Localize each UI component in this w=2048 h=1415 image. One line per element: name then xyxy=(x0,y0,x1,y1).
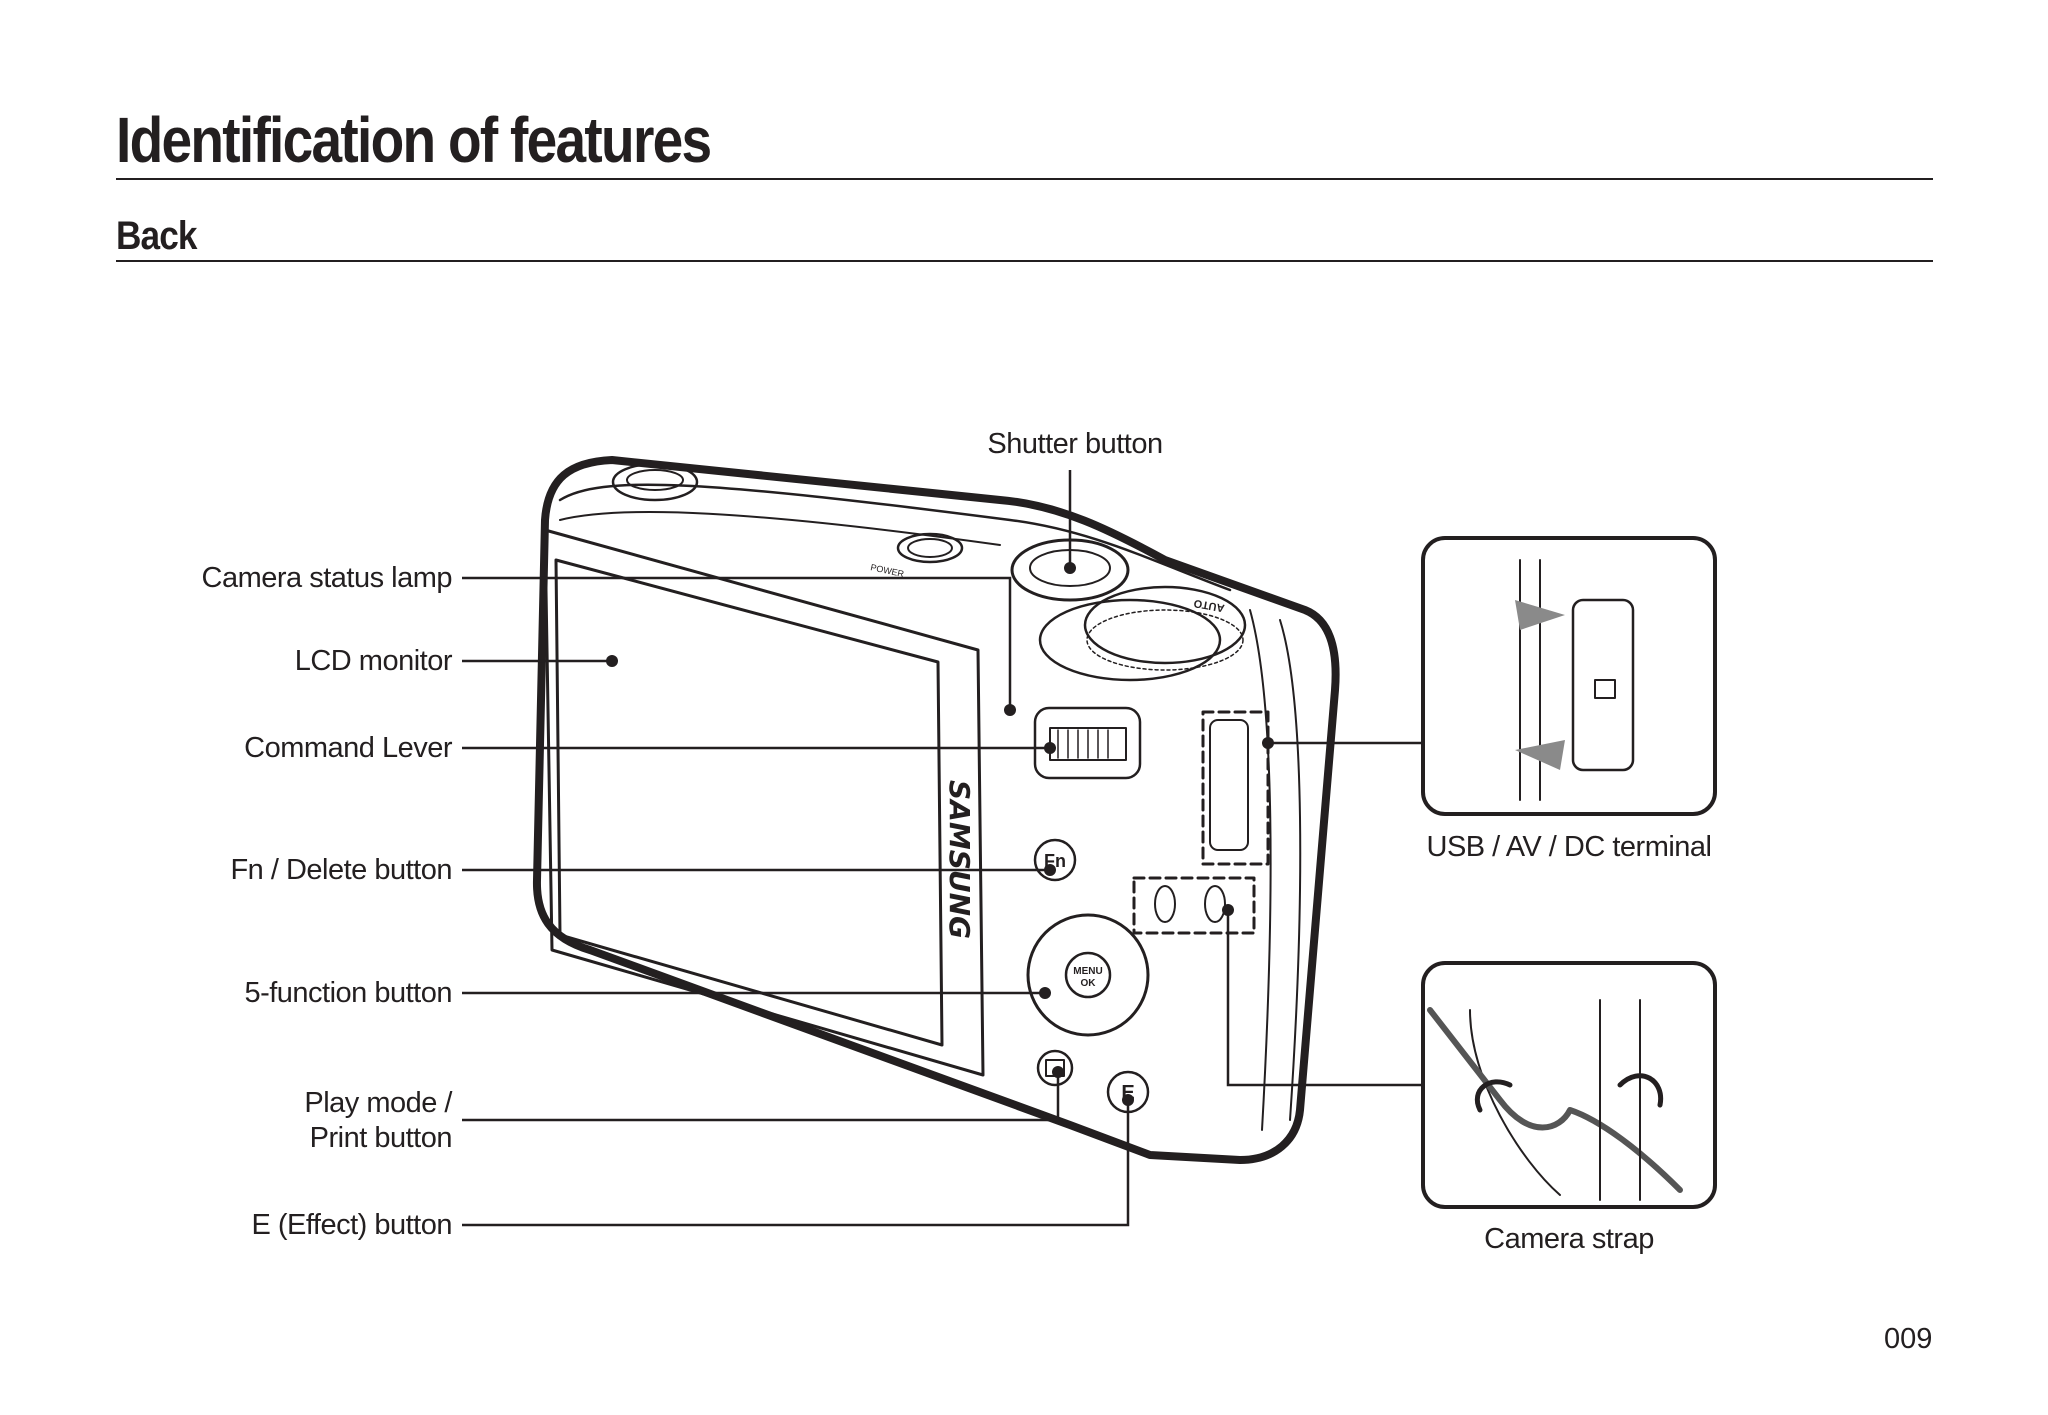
menu-text: MENU xyxy=(1073,966,1102,977)
strap-eyelet-2 xyxy=(1204,885,1226,923)
title-rule xyxy=(116,178,1933,180)
callout-status-lamp xyxy=(462,576,1012,710)
label-command-lever: Command Lever xyxy=(244,732,452,764)
strap-eyelet-1 xyxy=(1154,885,1176,923)
label-five-function-button: 5-function button xyxy=(244,977,452,1009)
label-play-mode-line2: Print button xyxy=(309,1121,453,1154)
page-number: 009 xyxy=(1884,1323,1933,1355)
label-shutter-button: Shutter button xyxy=(987,428,1163,460)
terminal-cover xyxy=(1209,719,1249,851)
top-button xyxy=(611,462,699,502)
label-fn-delete-button: Fn / Delete button xyxy=(230,854,452,886)
label-usb-terminal: USB / AV / DC terminal xyxy=(1426,831,1713,863)
strap-inset-frame xyxy=(1421,961,1717,1209)
page-title: Identification of features xyxy=(116,104,712,176)
command-lever-shape xyxy=(1033,706,1142,780)
callout-strap xyxy=(1226,910,1423,1087)
lcd-bezel xyxy=(543,528,985,1077)
five-function-ring xyxy=(1026,913,1150,1037)
mode-dial xyxy=(1083,585,1247,665)
usb-inset-frame xyxy=(1421,536,1717,816)
play-button-shape xyxy=(1036,1049,1074,1087)
fn-button-shape xyxy=(1033,838,1077,882)
zoom-ring xyxy=(1038,598,1222,682)
menu-ok-button xyxy=(1064,951,1112,999)
power-button xyxy=(896,532,964,564)
brand-text: SAMSUNG xyxy=(943,780,976,939)
label-play-mode: Play mode / Print button xyxy=(150,1086,452,1156)
callout-play xyxy=(462,1072,1060,1122)
auto-text: AUTO xyxy=(1193,597,1226,614)
label-camera-strap: Camera strap xyxy=(1484,1223,1654,1255)
label-effect-button: E (Effect) button xyxy=(251,1209,452,1241)
label-play-mode-line1: Play mode / xyxy=(304,1087,452,1119)
camera-body-outline xyxy=(532,456,1340,1164)
lcd-screen xyxy=(554,558,944,1047)
camera-top-edge xyxy=(558,483,1232,592)
section-rule xyxy=(116,260,1933,262)
section-title: Back xyxy=(116,214,198,258)
ok-text: OK xyxy=(1081,978,1097,989)
callout-effect xyxy=(462,1100,1130,1227)
camera-right-side xyxy=(1279,619,1302,1121)
label-lcd-monitor: LCD monitor xyxy=(294,645,453,677)
power-text: POWER xyxy=(870,562,906,579)
label-camera-status-lamp: Camera status lamp xyxy=(201,562,453,594)
